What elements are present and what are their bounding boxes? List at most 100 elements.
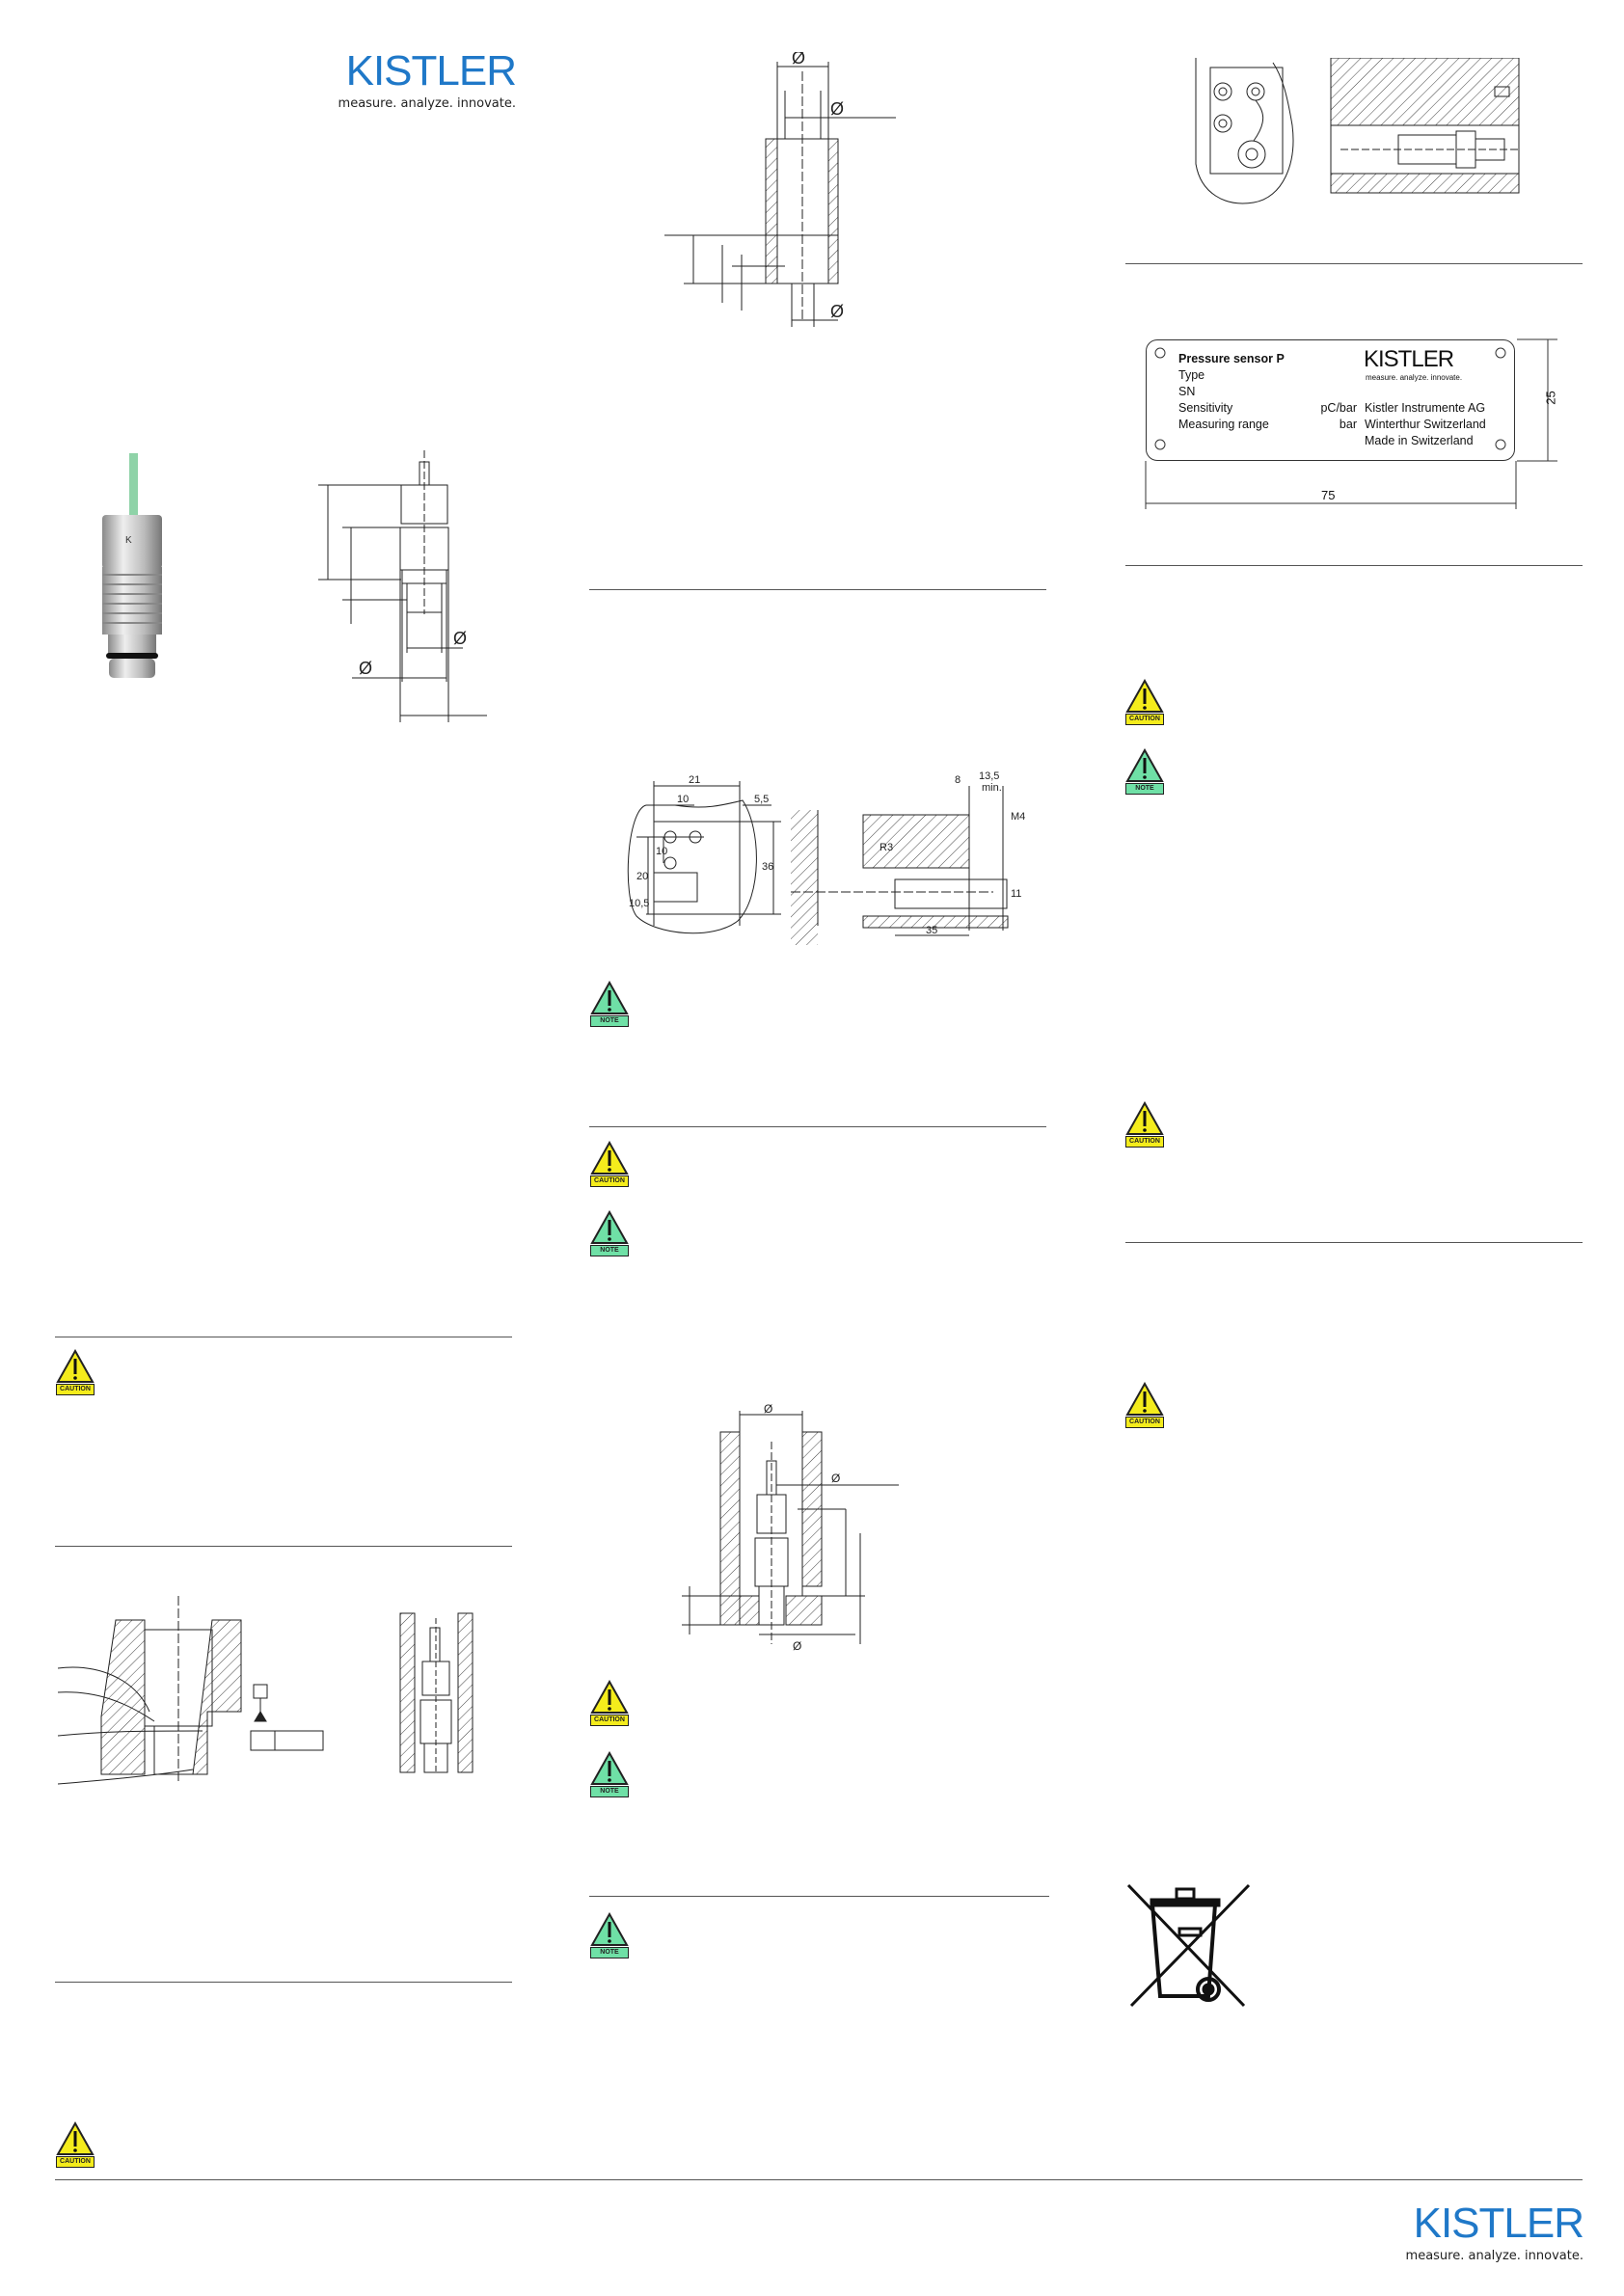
plate-width-dim: 75 [1321,488,1336,502]
warning-triangle [590,1680,629,1714]
diameter-symbol: Ø [453,629,467,648]
note-icon: NOTE [590,981,629,1027]
note-icon: NOTE [590,1751,629,1797]
dim-label: 36 [762,861,773,873]
plate-company: Made in Switzerland [1365,434,1474,447]
diameter-symbol: Ø [830,302,844,321]
divider [1125,565,1583,566]
diameter-symbol: Ø [764,1403,772,1416]
note-icon: NOTE [1125,748,1164,795]
warning-triangle [1125,1382,1164,1416]
plate-row-type: Type [1178,368,1205,382]
bore-section-drawing [58,1596,324,1785]
diameter-symbol: Ø [792,52,805,68]
warning-label: CAUTION [56,1384,95,1395]
plate-logo: KISTLER [1364,346,1454,372]
plate-company: Kistler Instrumente AG [1365,401,1486,415]
warning-triangle [590,1751,629,1785]
plate-row-sensitivity: Sensitivity [1178,401,1233,415]
plate-row-range: Measuring range [1178,418,1269,431]
divider [1125,1242,1583,1243]
divider [589,1896,1049,1897]
warning-triangle [1125,748,1164,782]
warning-label: NOTE [590,1245,629,1256]
installed-sensor-drawing: Ø Ø Ø [682,1403,899,1653]
label-plate: Pressure sensor P Type SN Sensitivity Me… [1146,339,1515,461]
logo-tagline: measure. analyze. innovate. [1405,2249,1583,2263]
warning-label: CAUTION [56,2156,95,2168]
divider [589,589,1046,590]
warning-triangle [590,1210,629,1244]
dim-label: 35 [926,925,937,936]
plate-dimensions [1145,338,1557,509]
caution-icon: CAUTION [590,1141,629,1187]
dim-label: 10,5 [629,898,649,909]
plate-height-dim: 25 [1543,391,1558,405]
plate-unit: bar [1339,418,1357,431]
kistler-logo-top: KISTLER measure. analyze. innovate. [318,47,517,112]
diameter-symbol: Ø [830,99,844,119]
diameter-symbol: Ø [359,659,372,678]
warning-label: NOTE [590,1786,629,1797]
warning-label: CAUTION [1125,1417,1164,1428]
footer-divider [55,2179,1583,2180]
weee-crossed-bin-icon [1126,1883,1251,2008]
warning-label: CAUTION [1125,1136,1164,1148]
plate-unit: pC/bar [1320,401,1357,415]
sensor-photo: K [102,453,162,678]
warning-triangle [590,1141,629,1175]
dim-label: R3 [880,842,893,853]
dim-label: min. [982,782,1002,794]
logo-wordmark: KISTLER [345,47,517,95]
mounting-holes-drawing: 21 10 5,5 20 10 10,5 36 R3 8 13,5 min. M… [627,770,1025,945]
logo-wordmark: KISTLER [1413,2200,1584,2247]
warning-triangle [590,1912,629,1946]
caution-icon: CAUTION [56,2121,95,2168]
warning-label: NOTE [1125,783,1164,795]
warning-label: NOTE [590,1015,629,1027]
plate-company: Winterthur Switzerland [1365,418,1486,431]
warning-triangle [56,2121,95,2155]
plate-row-sn: SN [1178,385,1196,398]
sensor-dimension-drawing: Ø Ø [318,450,487,722]
mounting-adapter-drawing [1195,58,1520,204]
note-icon: NOTE [590,1912,629,1958]
dim-label: 21 [689,774,700,786]
dim-label: 8 [955,774,961,786]
warning-triangle [56,1349,95,1383]
dim-label: 10 [656,846,667,857]
note-icon: NOTE [590,1210,629,1256]
dim-label: 13,5 [979,770,999,782]
svg-text:K: K [125,535,132,546]
dim-label: 5,5 [754,794,769,805]
caution-icon: CAUTION [590,1680,629,1726]
plate-screw-holes [1154,347,1506,450]
caution-icon: CAUTION [1125,1101,1164,1148]
warning-triangle [1125,679,1164,713]
mounting-bore-drawing: Ø Ø Ø [664,52,896,327]
dim-label: M4 [1011,811,1025,823]
divider [55,1982,512,1983]
dim-label: 10 [677,794,689,805]
warning-label: CAUTION [1125,714,1164,725]
divider [589,1126,1046,1127]
warning-label: CAUTION [590,1175,629,1187]
warning-label: CAUTION [590,1715,629,1726]
sensor-in-bore-drawing [399,1612,474,1773]
warning-triangle [590,981,629,1014]
divider [1125,263,1583,264]
warning-label: NOTE [590,1947,629,1958]
caution-icon: CAUTION [1125,1382,1164,1428]
plate-title: Pressure sensor P [1178,352,1285,365]
diameter-symbol: Ø [831,1472,840,1485]
caution-icon: CAUTION [1125,679,1164,725]
dim-label: 20 [636,871,648,882]
diameter-symbol: Ø [793,1639,801,1653]
divider [55,1546,512,1547]
dim-label: 11 [1011,888,1021,900]
caution-icon: CAUTION [56,1349,95,1395]
kistler-logo-bottom: KISTLER measure. analyze. innovate. [1379,2200,1584,2264]
warning-triangle [1125,1101,1164,1135]
logo-tagline: measure. analyze. innovate. [338,96,516,111]
plate-tagline: measure. analyze. innovate. [1366,373,1463,382]
